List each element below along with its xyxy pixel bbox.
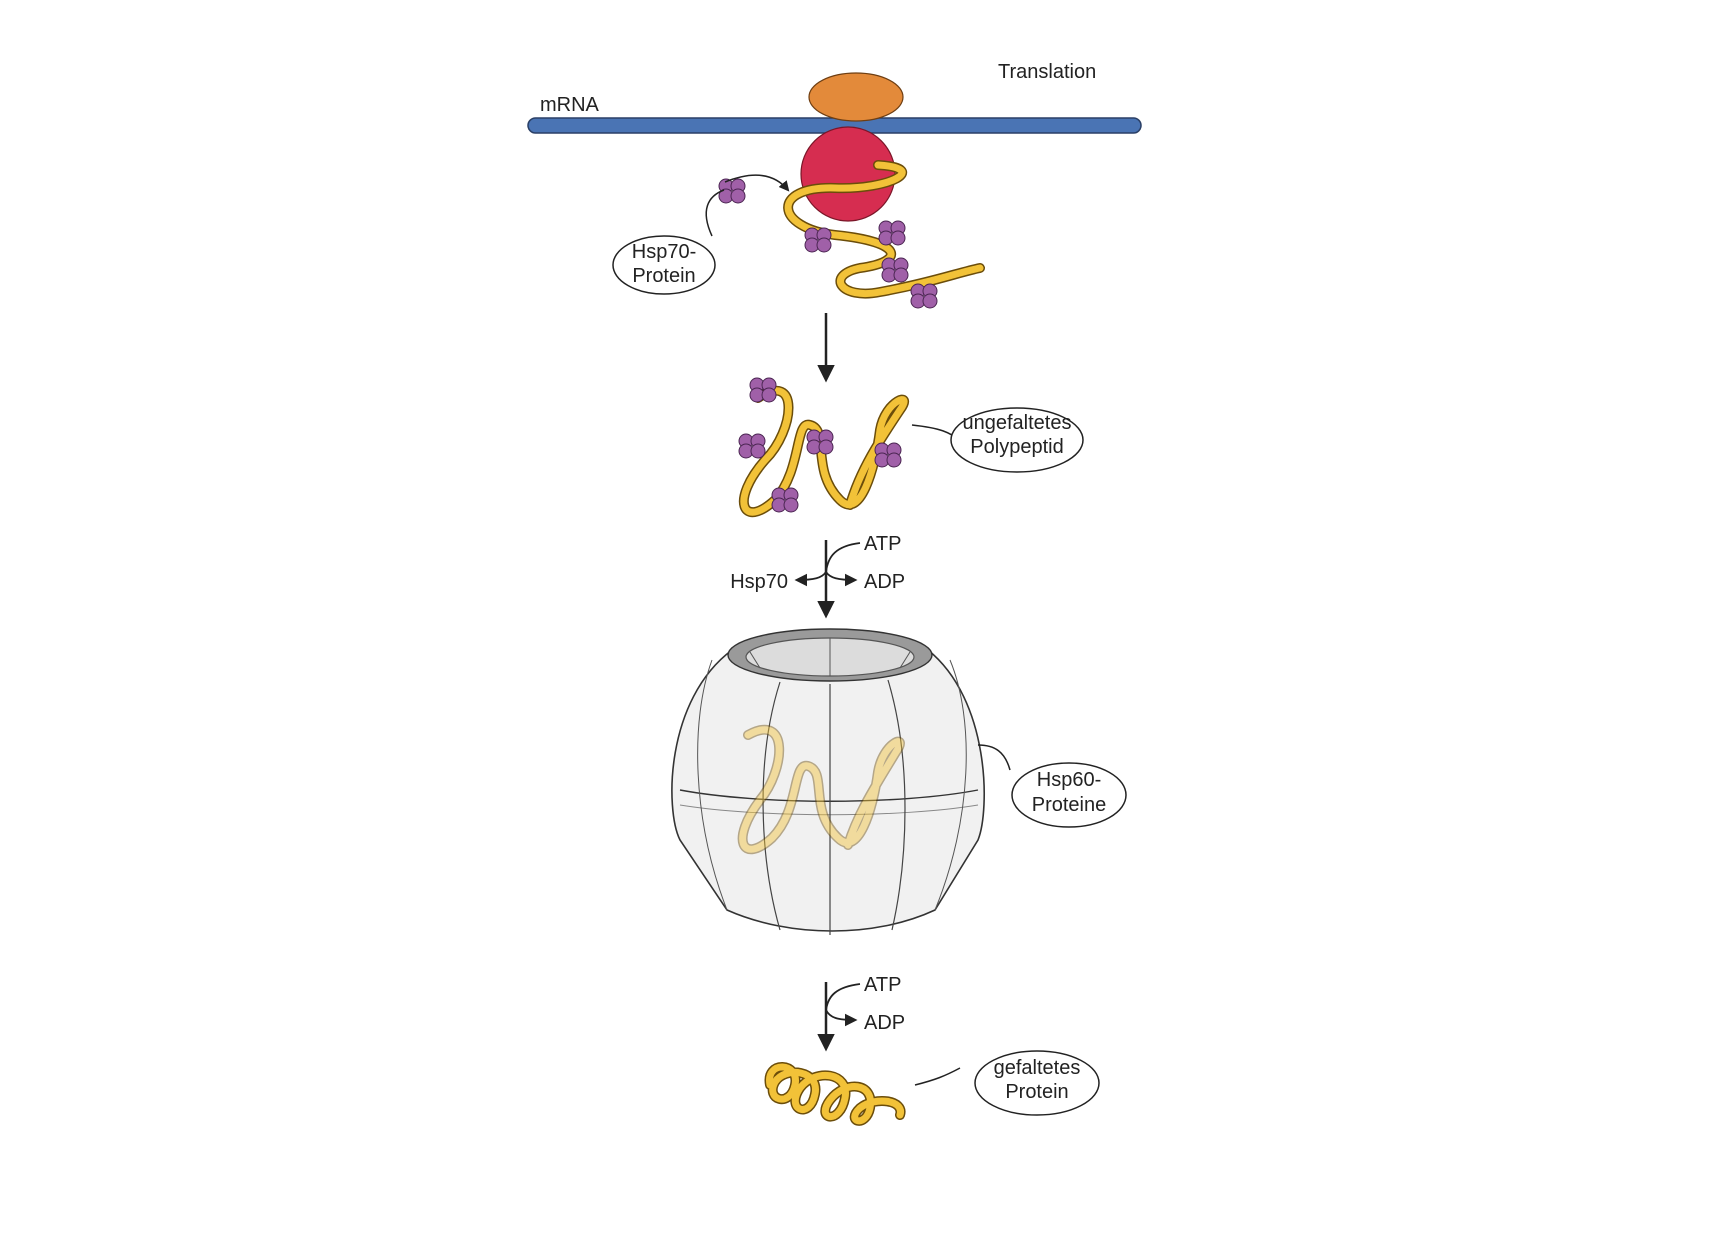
hsp70-molecule xyxy=(881,257,909,283)
nascent-polypeptide xyxy=(783,160,985,299)
mrna-label: mRNA xyxy=(540,94,600,116)
hsp70-subunit xyxy=(818,439,834,455)
hsp60-callout xyxy=(977,744,1127,828)
polypeptide-chain xyxy=(739,726,904,853)
hsp70-molecule xyxy=(771,487,799,513)
hsp70-molecule xyxy=(878,220,906,246)
atp-hydrolysis-step-1 xyxy=(794,540,861,619)
hsp70-protein-label-line2: Protein xyxy=(632,265,695,287)
hsp70-subunit xyxy=(886,452,902,468)
hsp70-subunit xyxy=(750,443,766,459)
hsp70-subunit xyxy=(890,230,906,246)
hsp70-molecule xyxy=(804,227,832,253)
hsp70-molecule xyxy=(874,442,902,468)
hsp70-subunit xyxy=(922,293,938,309)
polypeptide-chain xyxy=(784,161,984,297)
hsp70-molecule xyxy=(910,283,938,309)
unfolded-label-line2: Polypeptid xyxy=(970,436,1063,458)
unfolded-label-line1: ungefaltetes xyxy=(963,412,1072,434)
hsp70-subunit xyxy=(761,387,777,403)
hsp60-chaperonin-barrel xyxy=(671,628,985,935)
folded-protein-callout xyxy=(914,1050,1100,1116)
hsp70-subunit xyxy=(816,237,832,253)
atp-hydrolysis-step-2 xyxy=(817,982,861,1052)
folded-label-line2: Protein xyxy=(1005,1081,1068,1103)
atp-label-2: ATP xyxy=(864,974,901,996)
hsp70-release-label: Hsp70 xyxy=(730,571,788,593)
hsp70-subunit xyxy=(783,497,799,513)
hsp60-label-line2: Proteine xyxy=(1032,794,1107,816)
hsp70-molecule xyxy=(806,429,834,455)
folded-protein xyxy=(764,1062,906,1126)
unfolded-polypeptide-callout xyxy=(911,407,1084,473)
atp-label-1: ATP xyxy=(864,533,901,555)
hsp70-protein-label-line1: Hsp70- xyxy=(632,241,696,263)
hsp70-molecule xyxy=(718,178,746,204)
hsp70-molecule xyxy=(738,433,766,459)
translation-label: Translation xyxy=(998,61,1096,83)
hsp70-subunit xyxy=(730,188,746,204)
polypeptide-outline xyxy=(737,724,905,855)
polypeptide-chain xyxy=(766,1063,904,1125)
hsp70-protein-callout xyxy=(612,174,790,295)
hsp70-clusters-bound xyxy=(738,377,902,513)
polypeptide-inside-chaperonin xyxy=(737,724,905,855)
ribosome-small-subunit xyxy=(808,72,904,122)
hsp70-clusters-top xyxy=(718,178,938,309)
hsp70-molecule xyxy=(749,377,777,403)
ribosome-large-subunit xyxy=(800,126,896,222)
adp-label-2: ADP xyxy=(864,1012,905,1034)
hsp70-subunit xyxy=(893,267,909,283)
folded-label-line1: gefaltetes xyxy=(994,1057,1081,1079)
hsp60-label-line1: Hsp60- xyxy=(1037,769,1101,791)
adp-label-1: ADP xyxy=(864,571,905,593)
